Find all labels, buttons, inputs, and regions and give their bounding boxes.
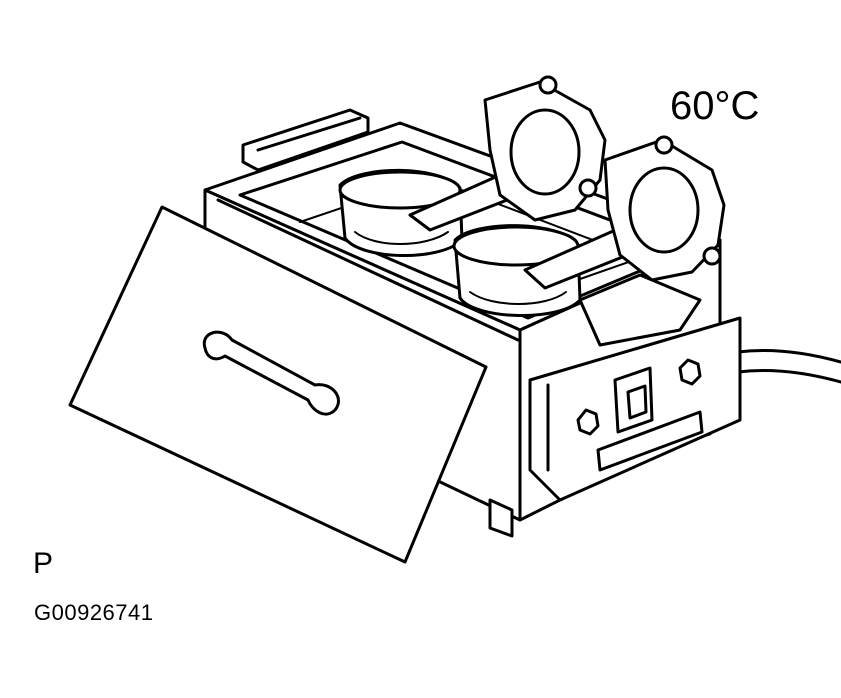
temperature-label: 60°C — [670, 84, 760, 128]
tank-lid-icon — [68, 205, 488, 564]
power-cord-icon — [736, 348, 841, 384]
view-letter: P — [33, 547, 54, 580]
figure-id: G00926741 — [34, 600, 154, 625]
piston-connecting-rod-icon — [338, 75, 726, 317]
control-box-icon — [528, 273, 742, 502]
